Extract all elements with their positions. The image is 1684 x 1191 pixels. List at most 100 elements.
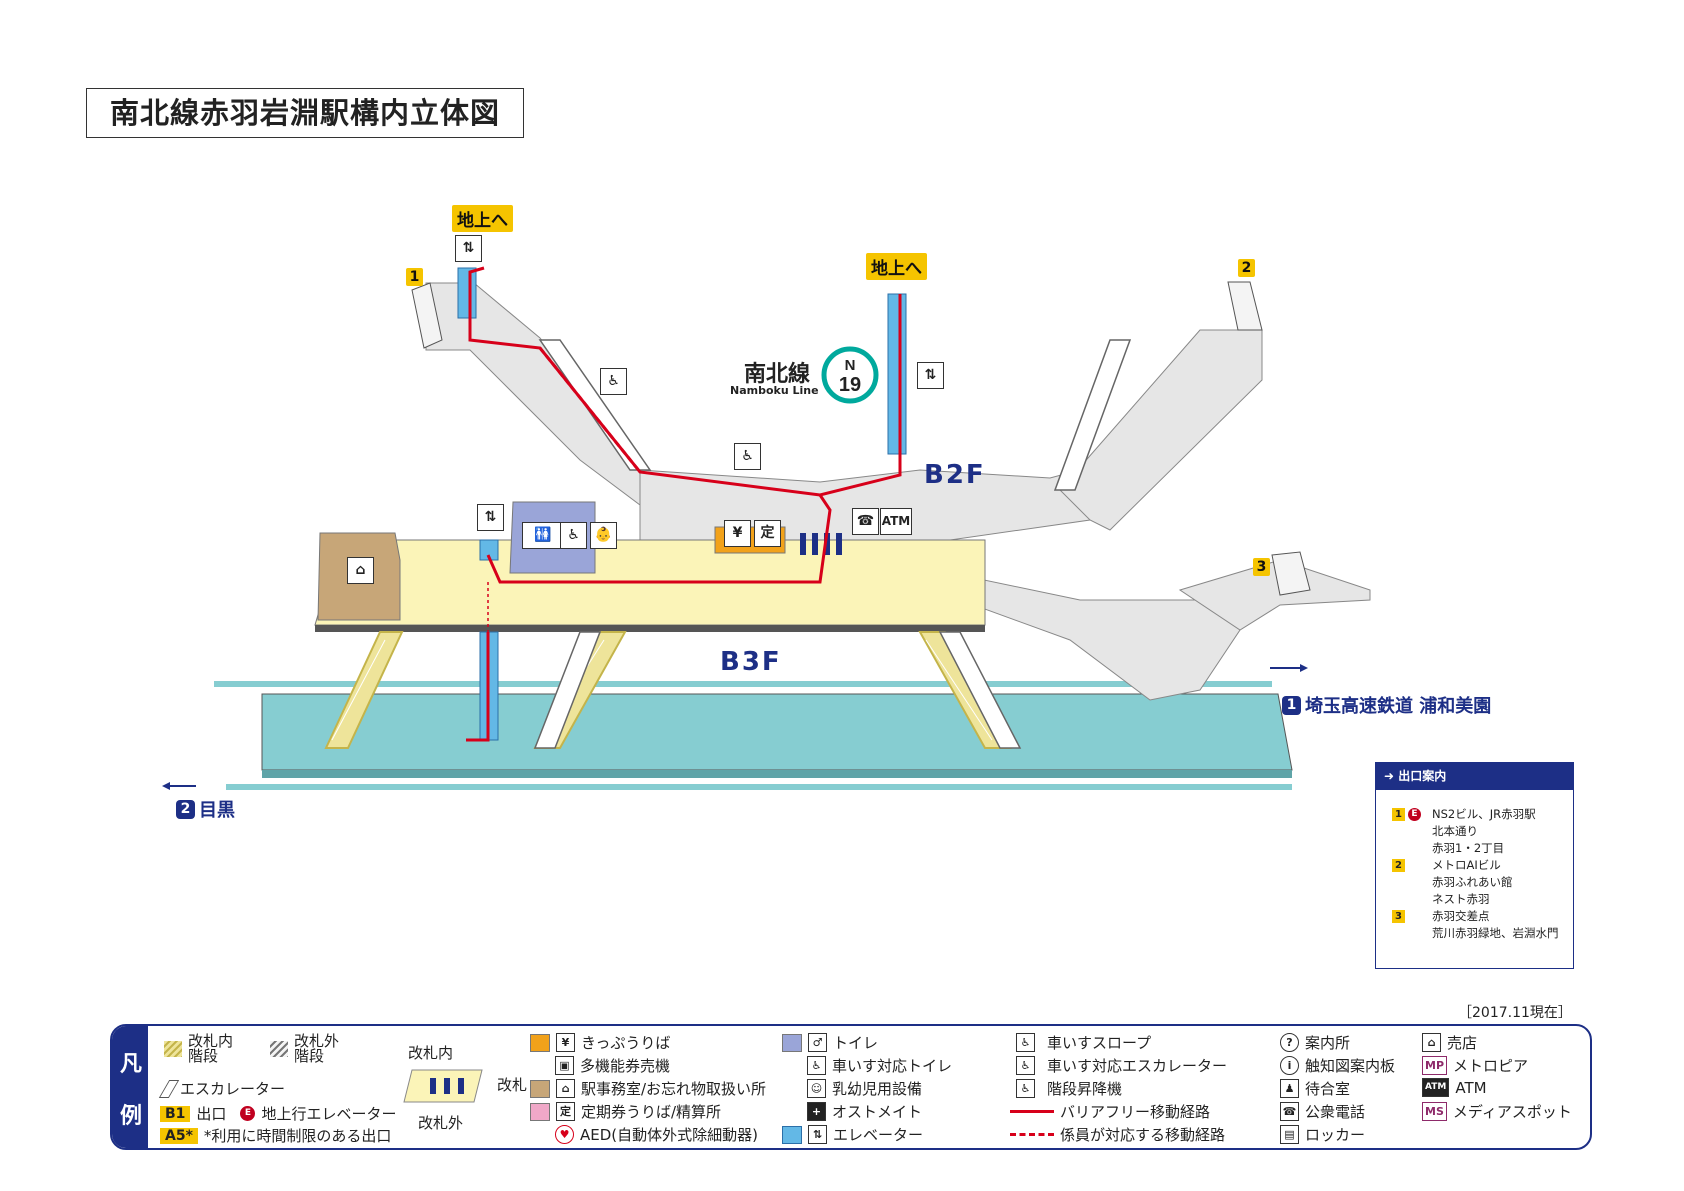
legend-barrier-free-route: バリアフリー移動経路 bbox=[1010, 1101, 1210, 1122]
platform bbox=[261, 693, 1293, 771]
ticket-icon: ¥ bbox=[556, 1033, 575, 1052]
legend-label: 触知図案内板 bbox=[1305, 1057, 1396, 1075]
to-ground-label-1: 地上へ bbox=[452, 205, 513, 232]
station-diagram: N 19 bbox=[162, 266, 1371, 790]
legend-phone: ☎ 公衆電話 bbox=[1280, 1101, 1365, 1122]
toilet-icon: 🚻 bbox=[522, 522, 564, 549]
multi-ticket-machine-icon: ▣ bbox=[555, 1056, 574, 1075]
exit-guide-line: 北本通り bbox=[1432, 824, 1478, 838]
legend-stair-lift: ♿階段昇降機 bbox=[1016, 1078, 1122, 1099]
legend-label: 売店 bbox=[1447, 1034, 1478, 1052]
destination-south: 2 目黒 bbox=[176, 796, 235, 822]
exit-guide-header: ➜ 出口案内 bbox=[1376, 763, 1573, 790]
legend-label: ATM bbox=[1455, 1078, 1487, 1097]
legend-locker: ▤ロッカー bbox=[1280, 1124, 1365, 1145]
legend-label: 階段昇降機 bbox=[1047, 1080, 1123, 1098]
legend-info: ?案内所 bbox=[1280, 1032, 1350, 1053]
legend-baby: ☺乳幼児用設備 bbox=[807, 1078, 922, 1099]
office-swatch bbox=[530, 1079, 550, 1098]
commuter-pass-icon: 定 bbox=[556, 1102, 575, 1121]
legend-side-label: 例 bbox=[120, 1104, 143, 1129]
exit-guide-tag: 1 bbox=[1392, 808, 1405, 821]
elevator-exit-badge: E bbox=[240, 1106, 256, 1121]
line-code-letter: N bbox=[845, 357, 856, 374]
legend-wheelchair-slope: ♿ 車いすスロープ bbox=[1016, 1032, 1151, 1053]
passage-exit2 bbox=[1059, 329, 1263, 531]
phone-icon: ☎ bbox=[1280, 1102, 1299, 1121]
legend-multi-ticket: ▣多機能券売機 bbox=[555, 1055, 670, 1076]
legend-label: 車いすスロープ bbox=[1047, 1034, 1152, 1052]
atm-icon: ATM bbox=[880, 508, 912, 535]
media-spot-icon: MS bbox=[1422, 1102, 1447, 1121]
destination-south-num: 2 bbox=[176, 799, 195, 819]
legend-label: 公衆電話 bbox=[1305, 1103, 1366, 1121]
waiting-room-icon: ♟ bbox=[1280, 1079, 1299, 1098]
b1-badge: B1 bbox=[160, 1105, 191, 1122]
legend-station-office: ⌂ 駅事務室/お忘れ物取扱い所 bbox=[530, 1078, 766, 1099]
escalators bbox=[533, 339, 1132, 749]
gate-label: 改札 bbox=[497, 1076, 528, 1094]
shop-icon: ⌂ bbox=[1422, 1033, 1441, 1052]
accessible-toilet-icon: ♿ bbox=[560, 522, 587, 549]
legend-label: 待合室 bbox=[1305, 1080, 1351, 1098]
page-title: 南北線赤羽岩淵駅構内立体図 bbox=[86, 88, 524, 138]
wheelchair-escalator-icon: ♿ bbox=[600, 368, 627, 395]
legend-label: オストメイト bbox=[832, 1103, 923, 1121]
exit3-stairs bbox=[1271, 551, 1311, 596]
legend-label: メトロピア bbox=[1453, 1057, 1529, 1075]
accessible-toilet-icon: ♿ bbox=[807, 1056, 826, 1075]
route-line-solid bbox=[1010, 1110, 1054, 1113]
exit2-stairs bbox=[1227, 281, 1263, 331]
barrier-free-route bbox=[468, 266, 902, 497]
legend-label: 改札内 階段 bbox=[188, 1032, 234, 1065]
exit-guide-line: ネスト赤羽 bbox=[1432, 892, 1490, 906]
exit-guide-row: 2 メトロAIビル赤羽ふれあい館ネスト赤羽 bbox=[1392, 857, 1573, 908]
gate-inside-label: 改札内 bbox=[408, 1044, 454, 1062]
info-icon: i bbox=[1280, 1056, 1299, 1075]
wheelchair-slope-icon: ♿ bbox=[1016, 1033, 1035, 1052]
legend-label: バリアフリー移動経路 bbox=[1060, 1103, 1211, 1121]
legend: 凡 例 改札内 階段 改札外 階段 エスカレーター B1 出口 E 地上行エレベ… bbox=[110, 1024, 1592, 1150]
exit-guide-tag: 3 bbox=[1392, 910, 1405, 923]
line-name-ja: 南北線 bbox=[744, 362, 811, 387]
elevator-icon: ⇅ bbox=[455, 235, 482, 262]
legend-elevator: ⇅ エレベーター bbox=[782, 1124, 923, 1145]
station-office-icon: ⌂ bbox=[556, 1079, 575, 1098]
legend-accessible-toilet: ♿車いす対応トイレ bbox=[807, 1055, 952, 1076]
station-office-icon: ⌂ bbox=[347, 557, 374, 584]
legend-label: 改札外 階段 bbox=[294, 1032, 340, 1065]
legend-label: AED(自動体外式除細動器) bbox=[580, 1126, 758, 1144]
legend-tactile-map: i 触知図案内板 bbox=[1280, 1055, 1395, 1076]
gate-outside-label: 改札外 bbox=[418, 1114, 464, 1132]
atm-icon: ATM bbox=[1422, 1078, 1450, 1097]
legend-atm: ATM ATM bbox=[1422, 1078, 1487, 1097]
baby-facility-icon: ☺ bbox=[807, 1079, 826, 1098]
elevator-swatch bbox=[782, 1125, 802, 1144]
baby-facility-icon: 👶 bbox=[590, 522, 617, 549]
legend-label: メディアスポット bbox=[1452, 1103, 1572, 1121]
legend-label: 駅事務室/お忘れ物取扱い所 bbox=[581, 1080, 767, 1098]
legend-toilet: ♂トイレ bbox=[782, 1032, 878, 1053]
elevator-icon: ⇅ bbox=[477, 504, 504, 531]
legend-inside-stairs: 改札内 階段 bbox=[164, 1034, 233, 1064]
gate-icon bbox=[403, 1069, 483, 1103]
legend-exit-a5: A5* *利用に時間制限のある出口 bbox=[160, 1125, 391, 1146]
elevator-icon: ⇅ bbox=[808, 1125, 827, 1144]
commuter-pass-icon: 定 bbox=[754, 520, 781, 547]
exit-guide-tag: 2 bbox=[1392, 859, 1405, 872]
legend-label: 地上行エレベーター bbox=[261, 1105, 397, 1123]
legend-label: 出口 bbox=[196, 1105, 227, 1123]
destination-north-num: 1 bbox=[1282, 695, 1301, 715]
line-code-number: 19 bbox=[839, 374, 861, 396]
exit-guide-line: 赤羽ふれあい館 bbox=[1432, 875, 1513, 889]
locker-icon: ▤ bbox=[1280, 1125, 1299, 1144]
ticket-machine-icon: ¥ bbox=[724, 520, 751, 547]
aed-icon: ♥ bbox=[555, 1125, 574, 1144]
stairs-outside-icon bbox=[270, 1041, 288, 1057]
wheelchair-slope-icon: ♿ bbox=[734, 443, 761, 470]
exit-guide-elevator-tag: E bbox=[1408, 808, 1421, 821]
legend-label: エレベーター bbox=[833, 1126, 924, 1144]
legend-staff-route: 係員が対応する移動経路 bbox=[1010, 1124, 1225, 1145]
